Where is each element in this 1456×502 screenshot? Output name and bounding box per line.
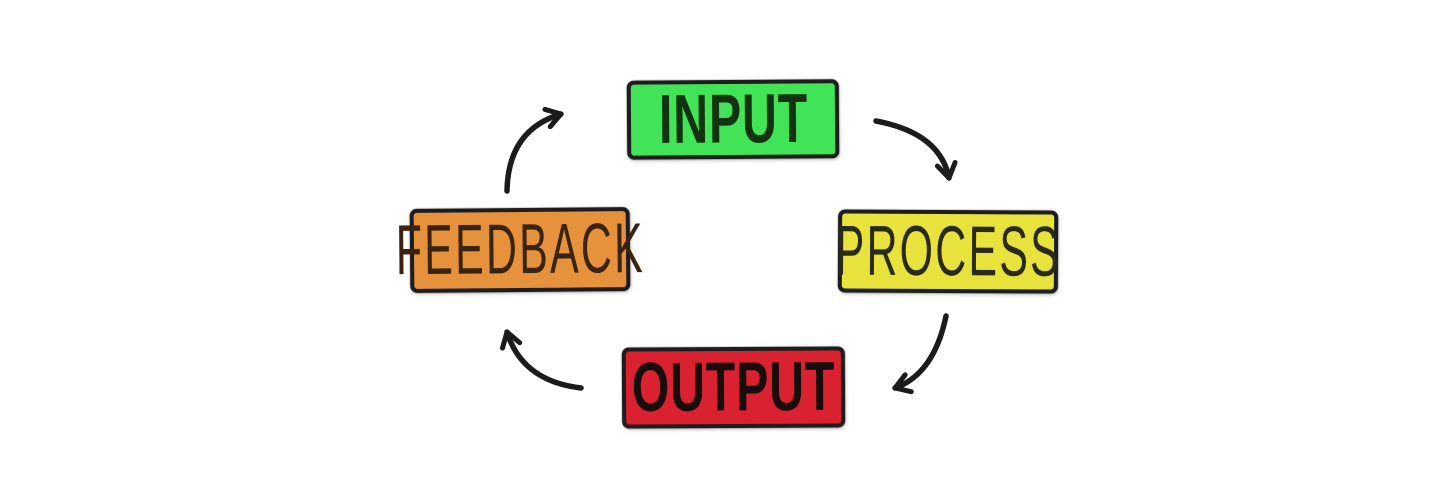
arrow-input-to-process [873,118,958,181]
node-input-label: INPUT [658,79,808,159]
node-process-label: PROCESS [835,210,1061,292]
node-output-label: OUTPUT [631,347,836,427]
node-output: OUTPUT [621,346,846,429]
node-feedback: FEEDBACK [395,207,645,293]
arrow-process-to-output [892,313,949,395]
node-input: INPUT [626,79,840,160]
arrow-output-to-feedback [500,329,584,391]
node-process: PROCESS [835,209,1061,294]
node-feedback-label: FEEDBACK [395,208,645,291]
arrow-feedback-to-input [504,106,564,194]
